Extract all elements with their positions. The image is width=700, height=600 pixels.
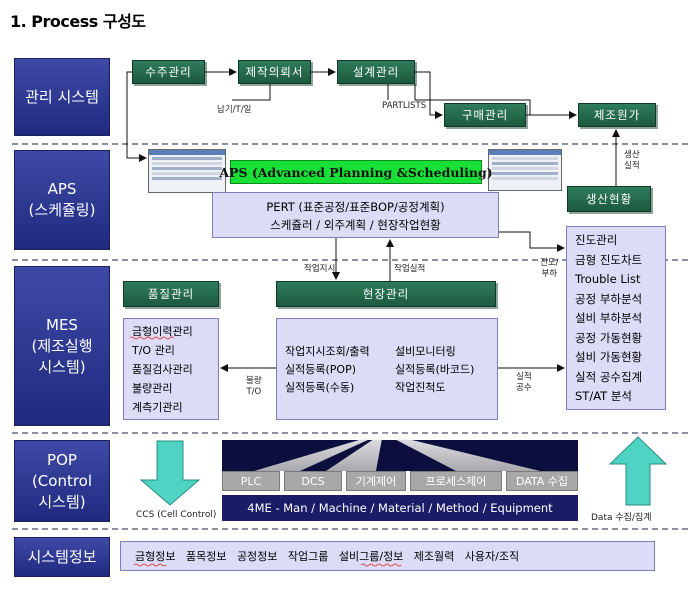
aps-banner: APS (Advanced Planning &Scheduling) [219,160,493,184]
site-right-column: 설비모니터링 실적등록(바코드) 작업진척도 [395,343,474,397]
site-item: 실적등록(바코드) [395,363,475,376]
row-label-mes: MES (제조실행 시스템) [14,266,110,426]
site-item: 작업지시조회/출력 [285,345,370,358]
work-order-label: 작업지시 [304,264,336,274]
row-label-management: 관리 시스템 [14,58,110,136]
quality-item: 불량관리 [132,382,173,395]
row-label-aps: APS (스케쥴링) [14,150,110,250]
ccs-down-arrow [139,440,201,506]
pop-item-process-control: 프로세스제어 [410,471,502,491]
quality-management-header: 품질관리 [123,281,219,307]
defect-label: 불량 T/O [246,376,262,397]
row-label-pop: POP (Control 시스템) [14,440,110,522]
order-management-box: 수주관리 [132,60,205,84]
site-item: 실적등록(POP) [285,363,356,376]
site-item: 설비모니터링 [395,345,456,358]
separator-sysinfo [12,528,688,530]
progress-load-label: 진도/ 부하 [540,258,559,279]
status-item: 금형 진도차트 [575,252,643,267]
quality-item: 계측기관리 [132,401,183,414]
separator-pop [12,432,688,434]
design-management-box: 설계관리 [337,60,415,84]
status-item: 실적 공수집계 [575,369,643,384]
status-item: 설비 부하분석 [575,311,643,325]
four-me-bar: 4ME - Man / Machine / Material / Method … [222,495,578,521]
status-item: ST/AT 분석 [575,389,633,403]
purchase-management-box: 구매관리 [444,103,526,127]
actual-manhour-label: 실적 공수 [516,372,532,393]
data-up-arrow [608,436,668,506]
aps-line-2: 스케쥴러 / 외주계획 / 현장작업현황 [270,218,441,232]
delivery-label: 납기/T/일 [217,105,252,115]
site-item: 실적등록(수동) [285,381,355,394]
site-management-header: 현장관리 [276,281,496,307]
page-title: 1. Process 구성도 [10,12,146,31]
site-management-box: 작업지시조회/출력 실적등록(POP) 실적등록(수동) 설비모니터링 실적등록… [276,318,498,420]
aps-screenshot-left [148,149,226,193]
aps-line-1: PERT (표준공정/표준BOP/공정계획) [266,200,445,214]
quality-item: 금형이력관리 [132,325,193,338]
separator-mes [12,259,688,261]
quality-item: 품질검사관리 [132,363,193,376]
production-request-box: 제작의뢰서 [238,60,311,84]
pop-item-machine-control: 기계제어 [346,471,406,491]
pop-item-dcs: DCS [284,471,342,491]
production-performance-label: 생산 실적 [624,150,640,171]
pop-item-plc: PLC [222,471,280,491]
site-item: 작업진척도 [395,381,446,394]
work-result-label: 작업실적 [394,264,426,274]
aps-planning-box: PERT (표준공정/표준BOP/공정계획) 스케쥴러 / 외주계획 / 현장작… [212,192,499,238]
system-info-bar: 금형정보 품목정보 공정정보 작업그룹 설비그룹/정보 제조월력 사용자/조직 [120,541,655,571]
partlists-label: PARTLISTS [382,101,427,111]
quality-list-box: 금형이력관리 T/O 관리 품질검사관리 불량관리 계측기관리 [123,318,219,420]
status-item: 진도관리 [575,233,618,247]
data-collection-label: Data 수집/집계 [591,513,652,523]
status-list-box: 진도관리 금형 진도차트 Trouble List 공정 부하분석 설비 부하분… [566,226,666,410]
separator-aps [12,143,688,145]
realtime-label: Real-Time [362,450,426,465]
status-item: 설비 가동현황 [575,350,643,364]
manufacturing-cost-box: 제조원가 [578,103,656,127]
row-label-system-info: 시스템정보 [14,537,110,577]
aps-screenshot-right [488,149,562,191]
ccs-label: CCS (Cell Control) [136,510,217,520]
status-item: 공정 부하분석 [575,291,643,306]
status-item: 공정 가동현황 [575,330,643,345]
pop-item-data-collection: DATA 수집 [506,471,578,491]
site-left-column: 작업지시조회/출력 실적등록(POP) 실적등록(수동) [285,343,370,397]
status-item: Trouble List [575,272,641,286]
production-status-box: 생산현황 [567,186,651,212]
quality-item: T/O 관리 [132,344,175,357]
